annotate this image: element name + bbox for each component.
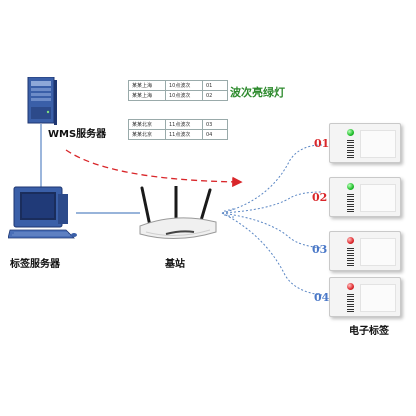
wireless-link-04: [221, 212, 323, 296]
electronic-tags-label: 电子标签: [349, 326, 389, 337]
tag-number-04: 04: [314, 291, 330, 304]
table-cell: 04: [202, 129, 228, 140]
tag-number-01: 01: [314, 137, 330, 150]
server-tower-icon: [27, 76, 57, 125]
table-cell: 02: [202, 90, 228, 101]
tag-display-panel: [360, 284, 396, 312]
red-led-icon: [347, 237, 354, 244]
base-station: [136, 184, 220, 252]
table-row: 某某上海 10点波次 01: [128, 80, 228, 91]
tag-number-03: 03: [312, 243, 328, 256]
table-cell: 某某北京: [128, 119, 166, 130]
wms-server: [26, 76, 58, 131]
tag-server: [7, 186, 80, 250]
table-row: 某某北京 11点波次 03: [128, 119, 228, 130]
table-cell: 11点波次: [165, 129, 203, 140]
table-cell: 10点波次: [165, 80, 203, 91]
tag-server-label: 标签服务器: [10, 259, 60, 270]
electronic-tag-02: [329, 177, 401, 217]
table-cell: 某某北京: [128, 129, 166, 140]
tag-display-panel: [360, 184, 396, 212]
wireless-router-icon: [139, 184, 217, 240]
tag-display-panel: [360, 238, 396, 266]
barcode-icon: [347, 140, 354, 158]
base-station-label: 基站: [165, 259, 185, 270]
wireless-link-01: [221, 144, 323, 214]
signal-waves: [224, 208, 234, 218]
barcode-icon: [347, 294, 354, 312]
table-cell: 10点波次: [165, 90, 203, 101]
table-cell: 01: [202, 80, 228, 91]
wave-table-shanghai: 某某上海 10点波次 01 某某上海 10点波次 02: [128, 80, 228, 101]
barcode-icon: [347, 248, 354, 266]
green-led-icon: [347, 129, 354, 136]
desktop-computer-icon: [7, 186, 77, 239]
wireless-link-03: [221, 212, 323, 249]
table-cell: 11点波次: [165, 119, 203, 130]
tag-display-panel: [360, 130, 396, 158]
green-led-icon: [347, 183, 354, 190]
red-led-icon: [347, 283, 354, 290]
data-flow-arrow: [65, 149, 243, 188]
table-row: 某某北京 11点波次 04: [128, 129, 228, 140]
wave-table-beijing: 某某北京 11点波次 03 某某北京 11点波次 04: [128, 119, 228, 140]
barcode-icon: [347, 194, 354, 212]
wms-server-label: WMS服务器: [48, 129, 107, 140]
table-row: 某某上海 10点波次 02: [128, 90, 228, 101]
electronic-tag-04: [329, 277, 401, 317]
wave-light-label: 波次亮绿灯: [230, 86, 285, 99]
table-cell: 某某上海: [128, 80, 166, 91]
table-cell: 03: [202, 119, 228, 130]
wireless-link-02: [221, 191, 323, 214]
tag-number-02: 02: [312, 191, 328, 204]
electronic-tag-01: [329, 123, 401, 163]
table-cell: 某某上海: [128, 90, 166, 101]
electronic-tag-03: [329, 231, 401, 271]
